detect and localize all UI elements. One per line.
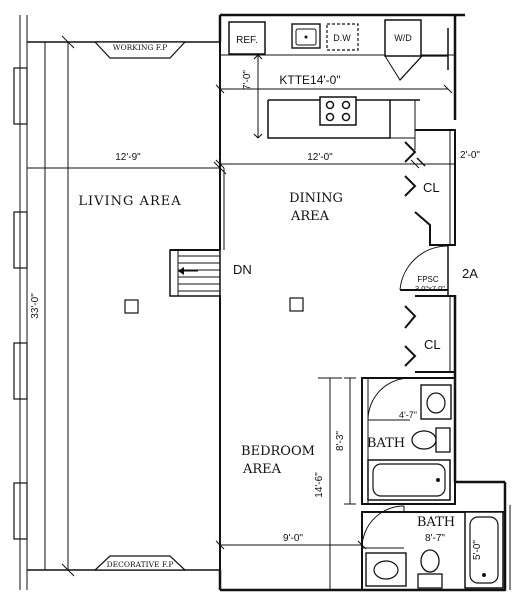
bedroom-length-dimension (318, 377, 342, 590)
living-width-text: 12'-9" (115, 152, 141, 163)
bath-lower (361, 505, 506, 591)
washer-dryer-label: W/D (394, 33, 412, 43)
closet-lower-label: CL (424, 337, 441, 352)
bath-lower-width-text: 8'-7" (425, 533, 445, 544)
living-area-column (124, 299, 139, 314)
interior-wall-center (219, 42, 225, 570)
bedroom-length-text: 14'-6" (314, 472, 325, 498)
bath-upper-toilet (411, 427, 451, 453)
stair (169, 249, 221, 297)
bath-lower-toilet (417, 549, 443, 589)
kitchen-length-text: KTTE14'-0" (279, 73, 340, 87)
dining-area-label-line1: DINING (289, 191, 343, 206)
dining-width-text: 12'-0" (307, 152, 333, 163)
bedroom-width-text: 9'-0" (283, 533, 303, 544)
bedroom-area-label-line2: AREA (242, 462, 282, 477)
unit-number-label: 2A (462, 266, 478, 281)
kitchen-depth-dimension (253, 54, 263, 139)
bath-upper-width-text: 4'-7" (399, 410, 417, 420)
dishwasher (326, 23, 359, 51)
working-fireplace-label: WORKING F.P (113, 43, 167, 52)
stair-label: DN (233, 262, 252, 277)
bath-upper-height-text: 8'-3" (335, 431, 346, 451)
closet-lower (404, 295, 456, 373)
window-left-2 (13, 211, 28, 269)
dining-area-label-line2: AREA (290, 209, 330, 224)
bath-upper-sink (420, 384, 452, 420)
refrigerator-label: REF. (236, 35, 258, 46)
bath-lower-sink (365, 552, 407, 587)
dishwasher-label: D.W (333, 33, 351, 43)
closet-upper-label: CL (423, 180, 440, 195)
fpsc-label-line2: 3.0"x7.0" (415, 284, 445, 293)
bath-upper-height-dimension (344, 377, 356, 505)
kitchen-depth-text: 7'-0" (242, 70, 253, 90)
closet-upper (404, 129, 456, 246)
refrigerator (228, 21, 266, 55)
bath-upper-tub (367, 459, 451, 501)
window-left-1 (13, 67, 28, 125)
living-length-text: 33'-0" (30, 293, 41, 319)
living-area-label: LIVING AREA (78, 194, 181, 209)
bath-lower-height-text: 5'-0" (472, 540, 483, 560)
window-left-4 (13, 482, 28, 540)
living-area-outline (27, 35, 227, 577)
closet-width-text: 2'-0" (460, 150, 480, 161)
bath-lower-tub (464, 511, 504, 589)
decorative-fireplace (93, 555, 187, 571)
window-left-3 (13, 342, 28, 400)
fpsc-label-line1: FPSC (417, 275, 439, 284)
working-fireplace (93, 41, 187, 59)
bath-upper-label: BATH (367, 436, 405, 451)
washer-dryer (384, 19, 448, 81)
kitchen-sink (291, 23, 321, 49)
bath-lower-label: BATH (417, 515, 455, 530)
entry-door (399, 245, 449, 295)
bedroom-area-label-line1: BEDROOM (241, 444, 315, 459)
stove-range (319, 96, 357, 126)
decorative-fireplace-label: DECORATIVE F.P (107, 560, 174, 569)
dining-area-column (289, 297, 304, 312)
